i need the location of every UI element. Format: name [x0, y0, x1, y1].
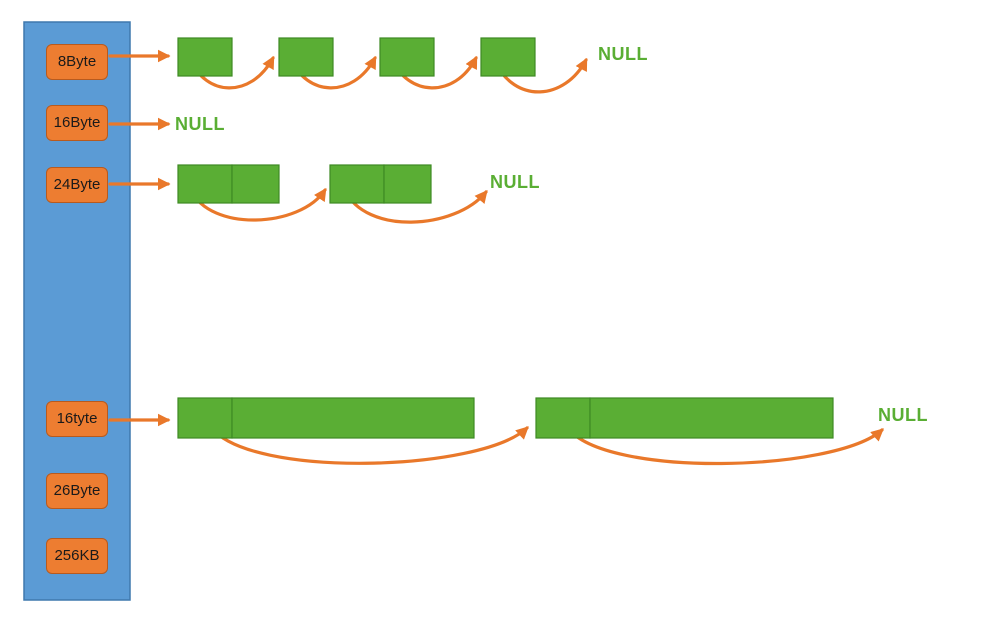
- next-pointer-arrow: [343, 188, 488, 224]
- null-label-16byte: NULL: [175, 114, 225, 134]
- free-block-16tyte-body: [589, 397, 834, 439]
- free-block-24byte-head: [177, 164, 233, 204]
- next-pointer-arrow: [210, 426, 529, 465]
- free-block-24byte-body: [383, 164, 432, 204]
- free-block-16tyte-head: [177, 397, 233, 439]
- free-block-8byte: [278, 37, 334, 77]
- free-block-8byte: [480, 37, 536, 77]
- free-block-24byte-head: [329, 164, 385, 204]
- free-block-16tyte-body: [231, 397, 475, 439]
- null-label-8byte: NULL: [598, 44, 648, 64]
- bucket-label-26byte: 26Byte: [46, 473, 108, 509]
- bucket-label-16tyte: 16tyte: [46, 401, 108, 437]
- bucket-label-8byte: 8Byte: [46, 44, 108, 80]
- null-label-16tyte: NULL: [878, 405, 928, 425]
- free-block-8byte: [379, 37, 435, 77]
- null-label-24byte: NULL: [490, 172, 540, 192]
- free-block-16tyte-head: [535, 397, 591, 439]
- bucket-label-16byte: 16Byte: [46, 105, 108, 141]
- free-block-24byte-body: [231, 164, 280, 204]
- bucket-label-256kb: 256KB: [46, 538, 108, 574]
- free-block-8byte: [177, 37, 233, 77]
- bucket-label-24byte: 24Byte: [46, 167, 108, 203]
- next-pointer-arrow: [566, 426, 884, 466]
- blocks-layer: [177, 37, 834, 439]
